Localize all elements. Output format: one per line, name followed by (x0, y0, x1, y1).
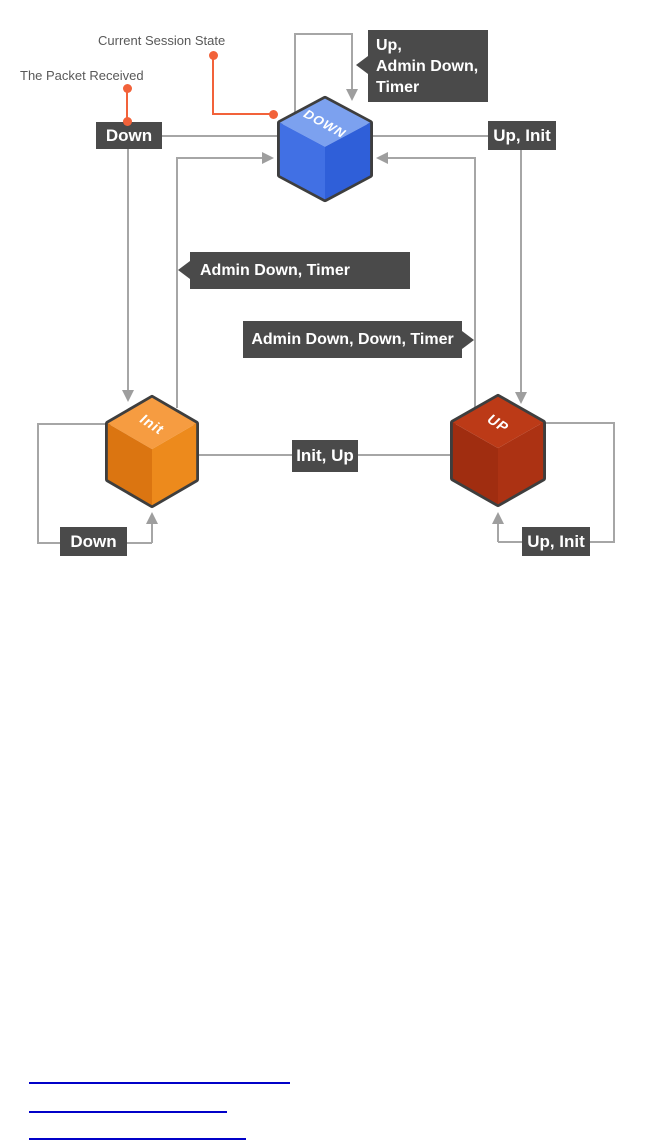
bubble-line: Timer (376, 78, 420, 96)
connector-up-to-down-horizontal (388, 157, 475, 159)
transition-bubble-up-to-down: Admin Down, Down, Timer (243, 321, 462, 358)
annotation-current-session-state: Current Session State (98, 33, 226, 48)
leader-line-session-state (212, 55, 214, 114)
leader-line-session-state (212, 113, 273, 115)
connector-up-selfloop-right (613, 422, 615, 543)
arrowhead-into-down-top-icon (346, 89, 358, 101)
bubble-line: Admin Down, Down, Timer (251, 330, 454, 348)
connector-init-to-down-vertical (176, 157, 178, 408)
link-underline-3[interactable] (29, 1138, 246, 1140)
connector-downlabel-to-initcube (127, 149, 129, 390)
state-cube-init: Init (105, 394, 199, 509)
leader-dot-icon (269, 110, 278, 119)
state-cube-down: DOWN (277, 95, 373, 203)
transition-label-up-selfloop: Up, Init (522, 527, 590, 556)
arrowhead-into-init-top-icon (122, 390, 134, 402)
leader-dot-icon (123, 84, 132, 93)
cube-right-face (152, 423, 197, 506)
connector-downcube-to-upinitlabel (373, 135, 488, 137)
arrowhead-into-init-bottom-icon (146, 512, 158, 524)
connector-down-selfloop-right (351, 33, 353, 89)
arrowhead-into-down-right-icon (376, 152, 388, 164)
leader-dot-icon (123, 117, 132, 126)
connector-down-selfloop-left (294, 33, 296, 113)
connector-downlabel-to-downcube (162, 135, 282, 137)
connector-init-selfloop-top (37, 423, 106, 425)
arrowhead-into-up-bottom-icon (492, 512, 504, 524)
connector-up-selfloop-top (546, 422, 614, 424)
cube-left-face (279, 122, 325, 200)
bubble-line: Up, (376, 36, 402, 54)
connector-init-to-down-horizontal (176, 157, 262, 159)
leader-dot-icon (209, 51, 218, 60)
connector-init-selfloop-return (151, 524, 153, 543)
transition-label-down-to-init: Down (96, 122, 162, 149)
cube-top-face (279, 98, 371, 147)
leader-line-packet-received (126, 88, 128, 122)
transition-label-init-to-up: Init, Up (292, 440, 358, 472)
connector-up-to-down-vertical (474, 157, 476, 409)
link-underline-2[interactable] (29, 1111, 227, 1113)
connector-init-selfloop-left (37, 423, 39, 544)
link-underline-1[interactable] (29, 1082, 290, 1084)
transition-bubble-down-selfloop: Up, Admin Down, Timer (368, 30, 488, 102)
arrowhead-into-down-left-icon (262, 152, 274, 164)
bubble-tail-right-icon (462, 331, 474, 349)
cube-right-face (498, 422, 544, 505)
transition-label-down-to-up: Up, Init (488, 121, 556, 150)
annotation-packet-received: The Packet Received (20, 68, 144, 83)
arrowhead-into-up-top-icon (515, 392, 527, 404)
bubble-tail-left-icon (178, 261, 190, 279)
transition-label-init-selfloop: Down (60, 527, 127, 556)
transition-bubble-init-to-down: Admin Down, Timer (190, 252, 410, 289)
cube-left-face (452, 422, 498, 505)
bubble-line: Admin Down, Timer (200, 261, 350, 279)
connector-down-selfloop-top (294, 33, 353, 35)
bubble-line: Admin Down, (376, 57, 479, 75)
connector-upinitlabel-to-upcube (520, 150, 522, 392)
connector-up-selfloop-return (497, 524, 499, 542)
bubble-tail-left-icon (356, 56, 368, 74)
state-cube-up: UP (450, 393, 546, 508)
cube-right-face (325, 122, 371, 200)
cube-left-face (107, 423, 152, 506)
